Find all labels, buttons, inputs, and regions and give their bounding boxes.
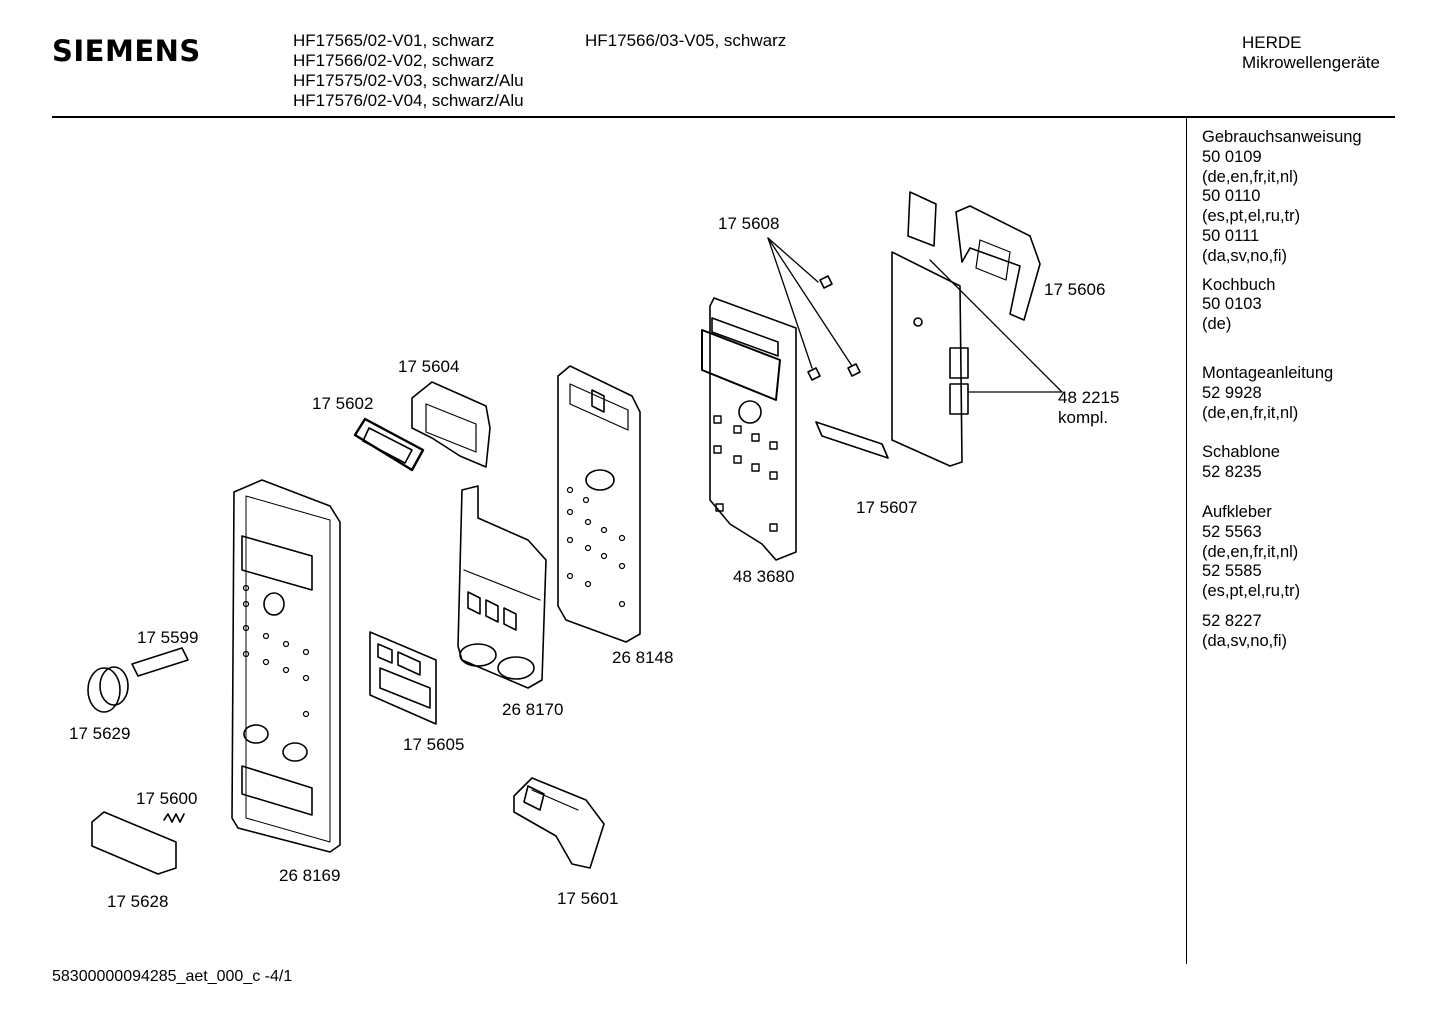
model-line: HF17565/02-V01, schwarz [293, 31, 495, 50]
doc-line: 52 5563 [1202, 522, 1262, 541]
label-482215: 48 2215 [1058, 388, 1119, 407]
label-175602: 17 5602 [312, 394, 373, 413]
doc-line: 52 8227 [1202, 611, 1262, 630]
doc-group-cookbook: Kochbuch 50 0103 (de) [1202, 276, 1362, 335]
label-482215-kompl: kompl. [1058, 408, 1108, 427]
category: HERDE Mikrowellengeräte [1242, 33, 1380, 73]
ribbon-cable-part [815, 421, 889, 459]
spacer-pins-part [807, 275, 861, 381]
display-window-part [353, 417, 425, 472]
doc-line: (da,sv,no,fi) [1202, 246, 1287, 265]
window-frame-part [411, 381, 491, 468]
doc-line: 50 0110 [1202, 187, 1261, 206]
doc-line: (es,pt,el,ru,tr) [1202, 207, 1301, 226]
label-483680: 48 3680 [733, 567, 794, 586]
label-175628: 17 5628 [107, 892, 168, 911]
doc-line: (de,en,fr,it,nl) [1202, 542, 1299, 561]
control-board-part [701, 297, 797, 561]
doc-line: Schablone [1202, 443, 1280, 462]
power-board-part [891, 191, 969, 467]
spring-part [163, 813, 185, 823]
front-panel-part [231, 479, 341, 853]
label-175606: 17 5606 [1044, 280, 1105, 299]
model-list-1: HF17565/02-V01, schwarz HF17566/02-V02, … [293, 31, 524, 111]
label-175604: 17 5604 [398, 357, 459, 376]
doc-line: 52 5585 [1202, 562, 1262, 581]
push-button-part [91, 811, 177, 875]
doc-line: (de,en,fr,it,nl) [1202, 167, 1299, 186]
label-175600: 17 5600 [136, 789, 197, 808]
category-line: HERDE [1242, 33, 1302, 52]
doc-line: (da,sv,no,fi) [1202, 631, 1287, 650]
doc-line: 50 0109 [1202, 147, 1262, 166]
keypad-carrier-part [457, 485, 547, 689]
label-175601: 17 5601 [557, 889, 618, 908]
label-268169: 26 8169 [279, 866, 340, 885]
key-membrane-part [369, 631, 437, 725]
doc-line: Kochbuch [1202, 275, 1276, 294]
doc-line: 50 0111 [1202, 226, 1260, 245]
model-line: HF17566/02-V02, schwarz [293, 51, 495, 70]
doc-line: Montageanleitung [1202, 363, 1334, 382]
model-line: HF17575/02-V03, schwarz/Alu [293, 71, 524, 90]
document-sidebar: Gebrauchsanweisung 50 0109 (de,en,fr,it,… [1202, 128, 1362, 652]
category-line: Mikrowellengeräte [1242, 53, 1380, 72]
exploded-parts-diagram: 17 5608 17 5606 48 2215 kompl. 17 5604 1… [69, 191, 1119, 911]
back-panel-part [557, 365, 641, 643]
doc-line: 52 9928 [1202, 383, 1262, 402]
doc-group-sticker: Aufkleber 52 5563 (de,en,fr,it,nl) 52 55… [1202, 503, 1362, 602]
label-175605: 17 5605 [403, 735, 464, 754]
model-line: HF17566/03-V05, schwarz [585, 31, 787, 50]
model-list-2: HF17566/03-V05, schwarz [585, 31, 786, 51]
model-line: HF17576/02-V04, schwarz/Alu [293, 91, 524, 110]
label-175608: 17 5608 [718, 214, 779, 233]
doc-line: Gebrauchsanweisung [1202, 128, 1362, 146]
doc-line: Aufkleber [1202, 502, 1272, 521]
doc-group-template: Schablone 52 8235 [1202, 443, 1362, 483]
doc-group-sticker-2: 52 8227 (da,sv,no,fi) [1202, 612, 1362, 652]
label-175629: 17 5629 [69, 724, 130, 743]
doc-line: (de) [1202, 315, 1232, 334]
brand-logo: SIEMENS [52, 34, 201, 68]
knob-part [87, 666, 129, 713]
sidebar-divider [1186, 118, 1187, 964]
doc-line: (de,en,fr,it,nl) [1202, 403, 1299, 422]
bracket-part [955, 205, 1041, 321]
label-268148: 26 8148 [612, 648, 673, 667]
doc-line: (es,pt,el,ru,tr) [1202, 582, 1301, 601]
doc-group-installation: Montageanleitung 52 9928 (de,en,fr,it,nl… [1202, 364, 1362, 423]
label-175599: 17 5599 [137, 628, 198, 647]
latch-part [513, 777, 605, 869]
label-268170: 26 8170 [502, 700, 563, 719]
document-code: 58300000094285_aet_000_c -4/1 [52, 968, 293, 985]
doc-line: 52 8235 [1202, 463, 1262, 482]
leader-lines [767, 237, 1063, 393]
header-divider [52, 116, 1395, 118]
doc-group-manual: Gebrauchsanweisung 50 0109 (de,en,fr,it,… [1202, 128, 1362, 267]
label-175607: 17 5607 [856, 498, 917, 517]
knob-shaft-part [131, 647, 189, 677]
doc-line: 50 0103 [1202, 295, 1262, 314]
